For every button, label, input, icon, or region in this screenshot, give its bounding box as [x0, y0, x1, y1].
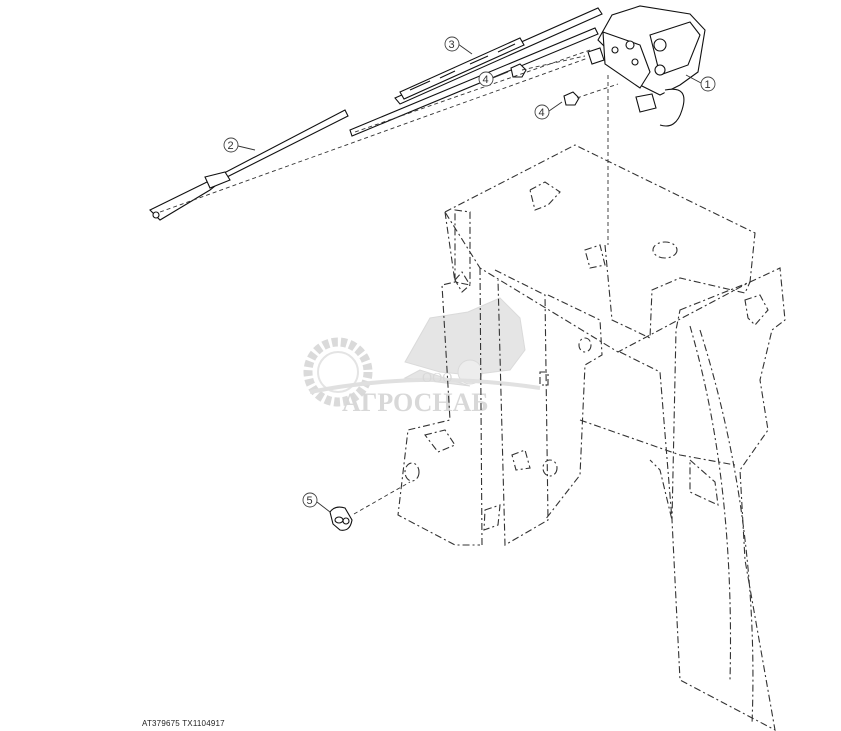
callout-3: 3 [444, 36, 460, 52]
cab-frame-phantom [397, 144, 786, 731]
gear-icon [303, 337, 373, 407]
callout-5: 5 [302, 492, 318, 508]
wiper-blade [349, 7, 603, 137]
callout-2: 2 [223, 137, 239, 153]
wiper-arm [149, 109, 349, 221]
callout-4-top-label: 4 [483, 74, 489, 86]
callout-4-top: 4 [478, 71, 494, 87]
callout-5-label: 5 [307, 495, 313, 507]
doc-code: TX1104917 [182, 719, 225, 728]
watermark-name: АГРОСНАБ [342, 388, 489, 417]
watermark-prefix: ООО [422, 371, 452, 386]
wiper-motor [587, 5, 706, 127]
callout-2-label: 2 [228, 140, 234, 152]
callout-leaders [237, 43, 702, 513]
nut-lower [563, 91, 580, 106]
callout-3-label: 3 [449, 39, 455, 51]
grommet [329, 506, 353, 531]
part-code: AT379675 [142, 719, 180, 728]
assembly-lines [159, 49, 619, 515]
callout-1-label: 1 [705, 79, 711, 91]
watermark-logo: ООО АГРОСНАБ [303, 297, 541, 417]
callout-4-lower: 4 [534, 104, 550, 120]
harvester-icon [403, 297, 526, 387]
callout-1: 1 [700, 76, 716, 92]
watermark-swoosh [309, 377, 541, 394]
callout-4-lower-label: 4 [539, 107, 545, 119]
figure-reference: AT379675 TX1104917 [142, 719, 225, 728]
